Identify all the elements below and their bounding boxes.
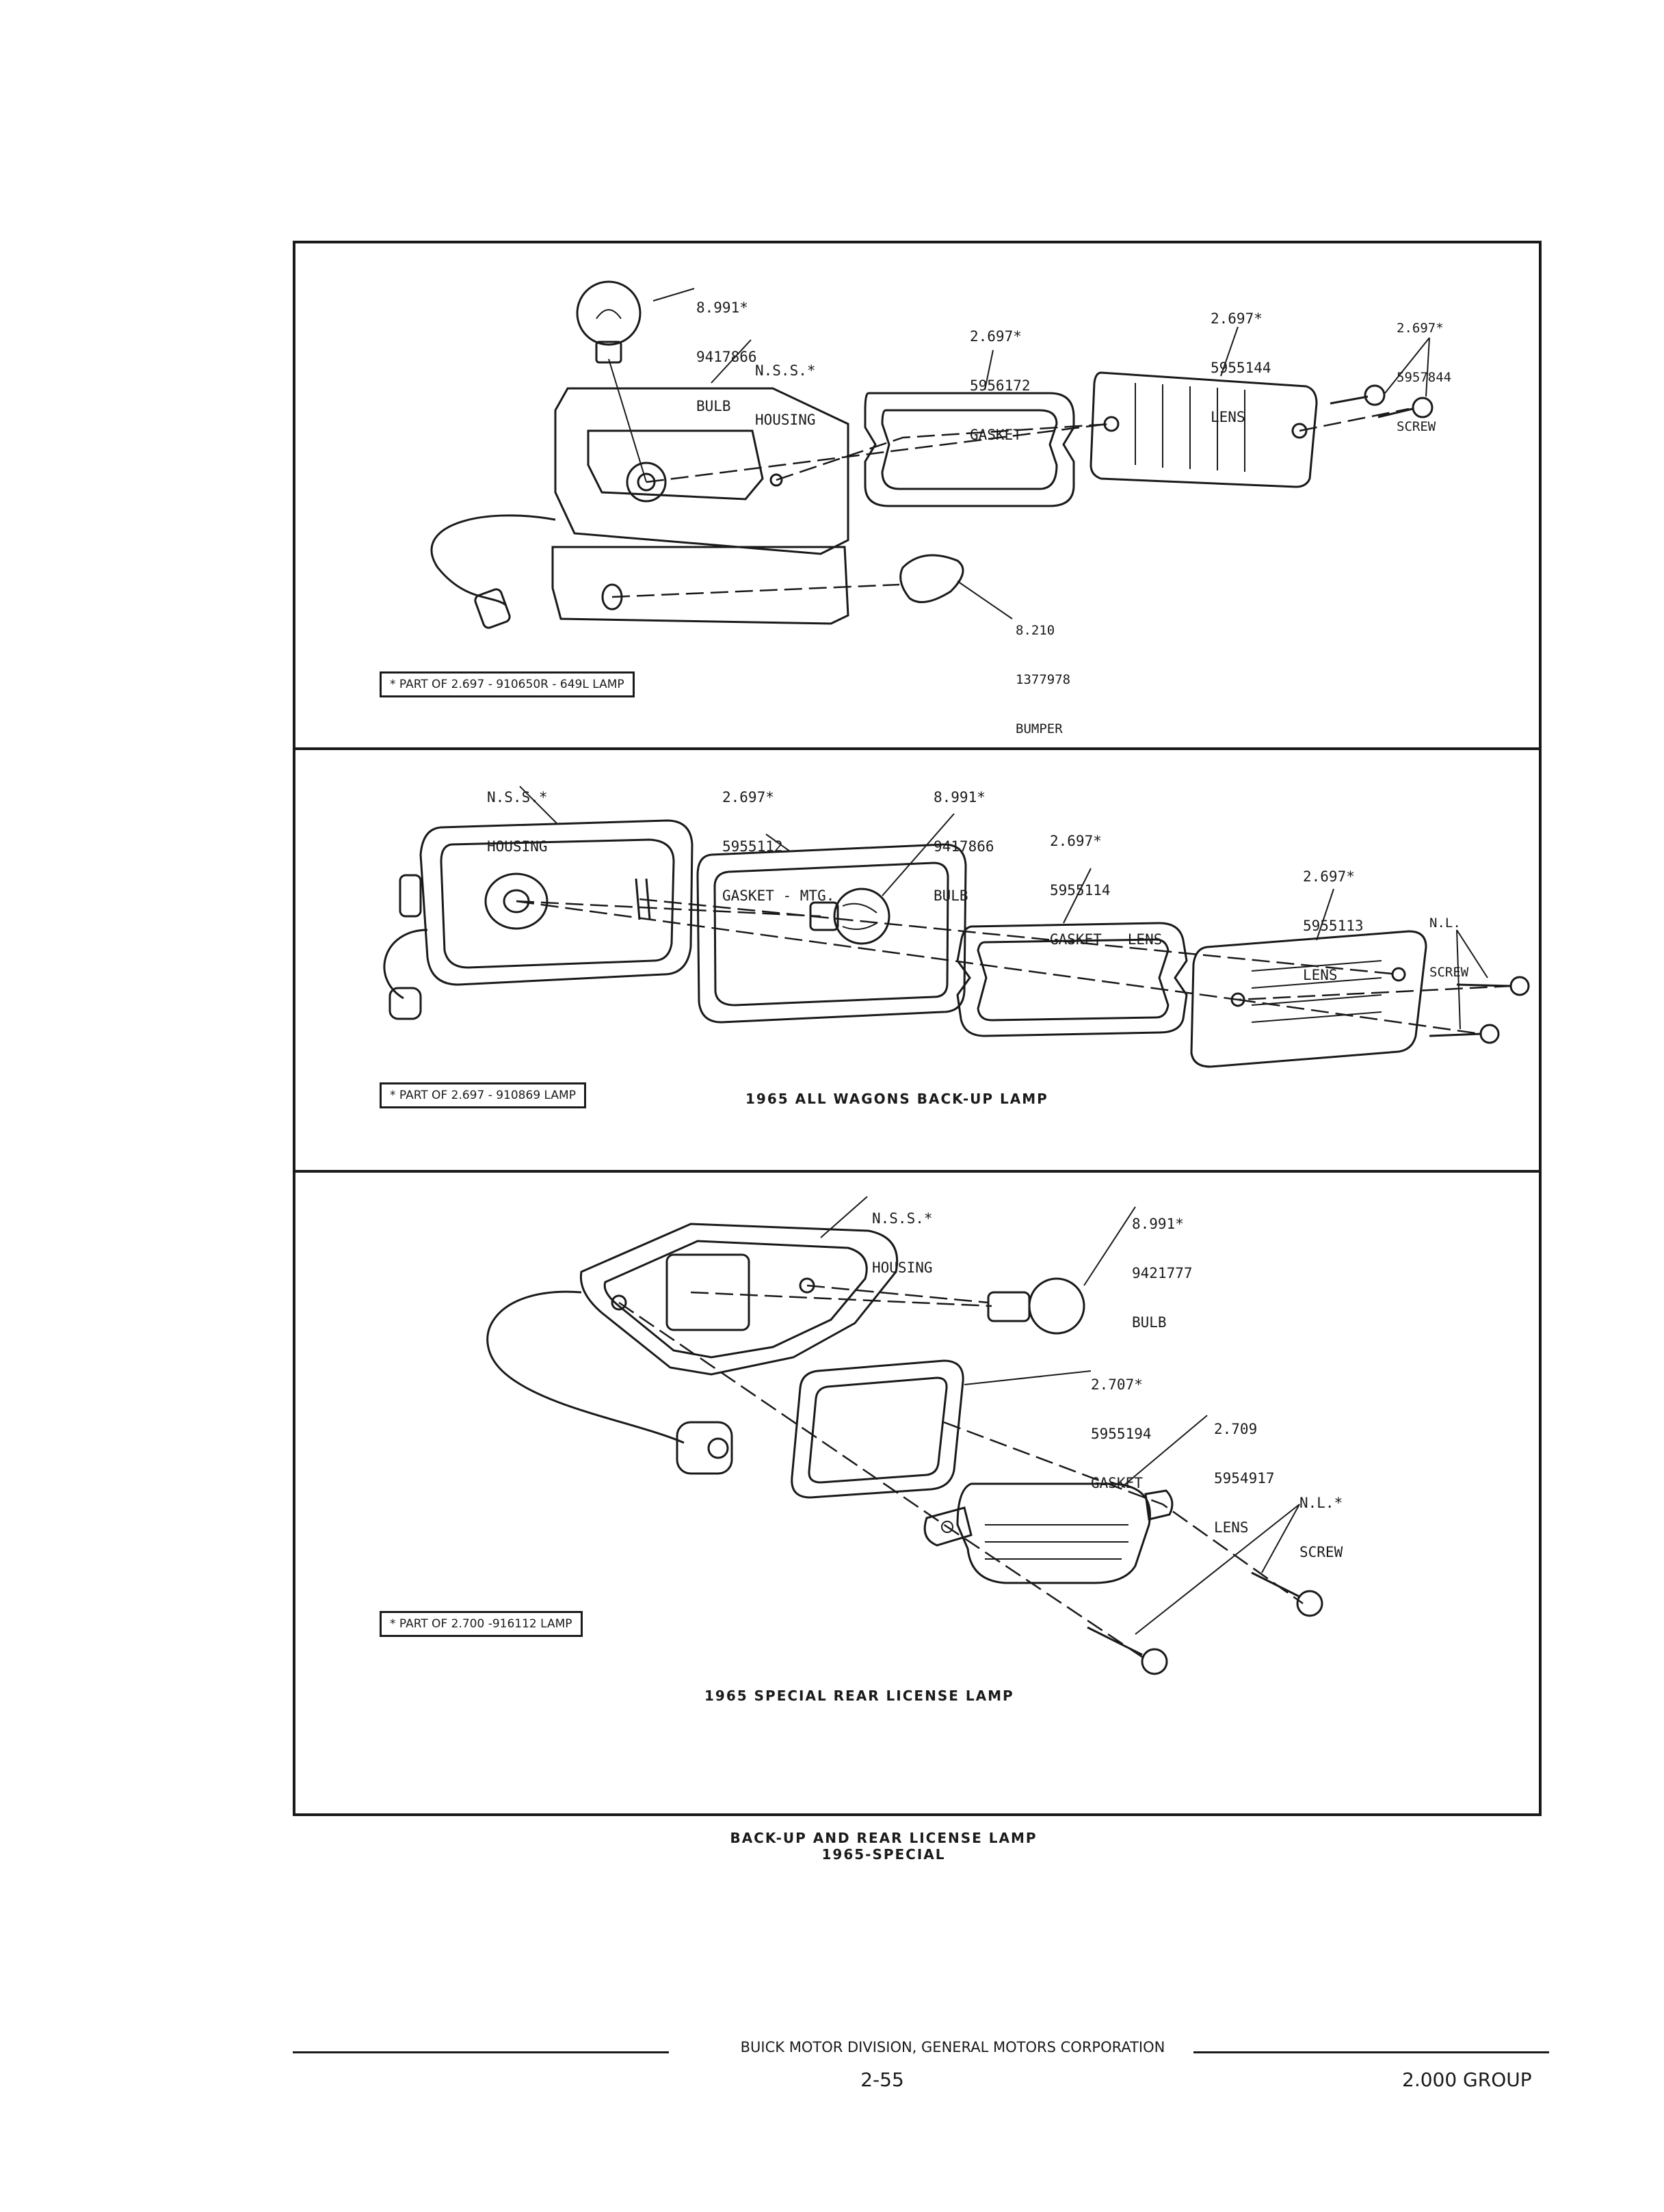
panel1-bumper-drawing: [899, 554, 964, 604]
panel1-gasket-number: 2.697*: [970, 328, 1022, 345]
panel1-housing-label: N.S.S.* HOUSING: [755, 330, 816, 444]
panel1-housing-name: HOUSING: [755, 412, 816, 428]
panel3-caption: 1965 SPECIAL REAR LICENSE LAMP: [704, 1688, 1014, 1704]
panel1-screw-number: 2.697*: [1397, 321, 1444, 336]
panel2-caption: 1965 ALL WAGONS BACK-UP LAMP: [745, 1091, 1048, 1107]
panel1-screw-part: 5957844: [1397, 370, 1452, 385]
panel1-gasket-label: 2.697* 5956172 GASKET: [970, 295, 1031, 459]
panel1-lens-drawing: [1089, 371, 1318, 488]
figure-frame: [293, 241, 1542, 1816]
panel2-lens-label: 2.697* 5955113 LENS: [1303, 836, 1364, 1000]
panel2-bulb-number: 8.991*: [934, 789, 986, 805]
panel2-housing-label: N.S.S.* HOUSING: [487, 756, 548, 871]
panel1-housing-number: N.S.S.*: [755, 362, 816, 379]
footer-rule-right: [1193, 2051, 1549, 2053]
panel1-lens-number: 2.697*: [1211, 310, 1263, 327]
panel3-lens-name: LENS: [1214, 1519, 1249, 1536]
panel1-bulb-drawing: [576, 280, 642, 364]
panel3-bulb-number: 8.991*: [1132, 1216, 1184, 1232]
panel2-bulb-name: BULB: [934, 888, 968, 904]
panel2-note: * PART OF 2.697 - 910869 LAMP: [380, 1082, 586, 1108]
panel3-screws-drawing: [1087, 1571, 1323, 1675]
panel3-housing-number: N.S.S.*: [872, 1210, 933, 1227]
panel2-lens-gasket-drawing: [956, 922, 1188, 1037]
panel2-lens-part: 5955113: [1303, 918, 1364, 934]
panel-divider-1: [293, 747, 1542, 750]
panel3-housing-name: HOUSING: [872, 1260, 933, 1276]
panel2-gasket-lens-number: 2.697*: [1050, 833, 1102, 849]
panel2-lens-name: LENS: [1303, 967, 1338, 983]
panel2-gasket-mtg-number: 2.697*: [722, 789, 774, 805]
panel3-screw-name: SCREW: [1299, 1544, 1343, 1560]
panel3-bulb-part: 9421777: [1132, 1265, 1193, 1281]
panel1-bulb-number: 8.991*: [696, 299, 748, 316]
panel1-note: * PART OF 2.697 - 910650R - 649L LAMP: [380, 671, 635, 697]
panel3-gasket-part: 5955194: [1091, 1426, 1152, 1442]
panel2-gasket-lens-name: GASKET - LENS: [1050, 931, 1163, 948]
panel1-housing-drawing: [430, 387, 849, 629]
panel2-gasket-mtg-part: 5955112: [722, 838, 783, 855]
figure-title-line2: 1965-SPECIAL: [821, 1846, 946, 1863]
panel1-bumper-part: 1377978: [1016, 672, 1071, 687]
panel3-bulb-name: BULB: [1132, 1314, 1167, 1331]
panel1-lens-name: LENS: [1211, 409, 1245, 425]
panel2-screw-name: SCREW: [1429, 965, 1469, 980]
panel2-bulb-part: 9417866: [934, 838, 994, 855]
panel3-screw-label: N.L.* SCREW: [1299, 1462, 1343, 1577]
panel1-bulb-label: 8.991* 9417866 BULB: [696, 267, 757, 431]
panel2-lens-number: 2.697*: [1303, 868, 1355, 885]
panel3-bulb-label: 8.991* 9421777 BULB: [1132, 1183, 1193, 1347]
panel3-lens-number: 2.709: [1214, 1421, 1258, 1437]
footer-rule-left: [293, 2051, 669, 2053]
panel1-gasket-part: 5956172: [970, 377, 1031, 394]
panel3-note: * PART OF 2.700 -916112 LAMP: [380, 1611, 583, 1637]
panel1-screw-label: 2.697* 5957844 SCREW: [1397, 287, 1451, 451]
footer-division: BUICK MOTOR DIVISION, GENERAL MOTORS COR…: [740, 2039, 1165, 2055]
footer-page-number: 2-55: [860, 2068, 904, 2091]
panel2-housing-drawing: [383, 819, 694, 1020]
panel2-bulb-label: 8.991* 9417866 BULB: [934, 756, 994, 920]
panel1-bulb-name: BULB: [696, 398, 731, 414]
panel2-screw-label: N.L. SCREW: [1429, 882, 1468, 997]
panel1-gasket-drawing: [864, 392, 1075, 507]
panel3-bulb-drawing: [987, 1277, 1085, 1335]
footer-group: 2.000 GROUP: [1402, 2068, 1532, 2091]
panel1-lens-part: 5955144: [1211, 360, 1271, 376]
panel3-screw-number: N.L.*: [1299, 1495, 1343, 1511]
panel3-lens-part: 5954917: [1214, 1470, 1275, 1487]
panel2-housing-name: HOUSING: [487, 838, 548, 855]
panel2-bulb-drawing: [809, 888, 890, 945]
panel3-gasket-drawing: [791, 1359, 964, 1499]
panel3-gasket-label: 2.707* 5955194 GASKET: [1091, 1344, 1152, 1508]
panel3-lens-label: 2.709 5954917 LENS: [1214, 1388, 1275, 1552]
panel1-screw-name: SCREW: [1397, 419, 1436, 434]
panel1-bulb-part: 9417866: [696, 349, 757, 365]
panel3-lens-drawing: [923, 1482, 1174, 1584]
panel-divider-2: [293, 1170, 1542, 1173]
panel3-gasket-number: 2.707*: [1091, 1376, 1143, 1393]
panel1-lens-label: 2.697* 5955144 LENS: [1211, 278, 1271, 442]
panel3-gasket-name: GASKET: [1091, 1475, 1143, 1491]
panel2-gasket-lens-label: 2.697* 5955114 GASKET - LENS: [1050, 800, 1162, 964]
figure-title: BACK-UP AND REAR LICENSE LAMP 1965-SPECI…: [730, 1830, 1037, 1863]
panel3-housing-drawing: [486, 1223, 899, 1475]
panel1-bumper-name: BUMPER: [1016, 721, 1063, 736]
panel1-screws-drawing: [1330, 384, 1434, 418]
panel2-gasket-mtg-name: GASKET - MTG.: [722, 888, 835, 904]
panel3-housing-label: N.S.S.* HOUSING: [872, 1177, 933, 1292]
panel1-bumper-label: 8.210 1377978 BUMPER: [1016, 589, 1070, 754]
panel2-housing-number: N.S.S.*: [487, 789, 548, 805]
panel2-mtg-gasket-drawing: [696, 843, 967, 1024]
panel1-gasket-name: GASKET: [970, 427, 1022, 443]
figure-title-line1: BACK-UP AND REAR LICENSE LAMP: [730, 1830, 1038, 1846]
panel2-screw-number: N.L.: [1429, 916, 1461, 931]
panel1-bumper-number: 8.210: [1016, 623, 1055, 638]
panel2-gasket-lens-part: 5955114: [1050, 882, 1111, 898]
panel2-gasket-mtg-label: 2.697* 5955112 GASKET - MTG.: [722, 756, 834, 920]
